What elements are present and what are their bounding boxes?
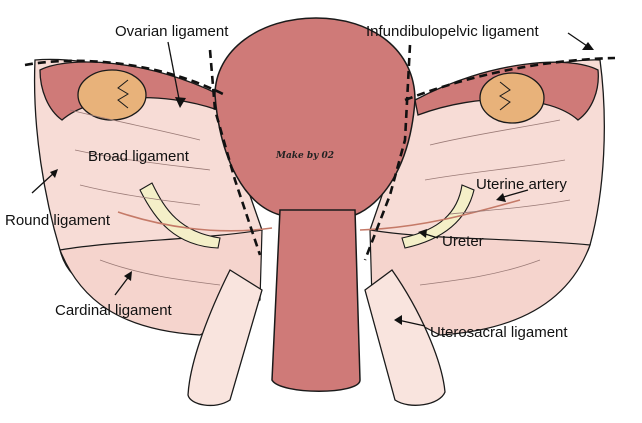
- author-signature: Make by 02: [276, 151, 335, 161]
- ovary-right: [479, 72, 545, 124]
- uterus-dashed-left: [208, 49, 262, 256]
- label-ovarian-ligament: Ovarian ligament: [115, 23, 229, 40]
- infundibulopelvic-dashed-left: [24, 59, 226, 97]
- round-ligament-band-left: [139, 182, 221, 249]
- label-round-ligament: Round ligament: [5, 212, 111, 229]
- uterus-body: [214, 17, 416, 216]
- label-broad-ligament: Broad ligament: [88, 148, 189, 165]
- label-infundibulopelvic-ligament: Infundibulopelvic ligament: [366, 23, 539, 40]
- label-uterine-artery: Uterine artery: [476, 176, 567, 193]
- ovary-left: [77, 69, 147, 121]
- uterine-artery-right: [359, 199, 521, 231]
- infundibulopelvic-dashed-right: [404, 56, 616, 102]
- label-uterosacral-ligament: Uterosacral ligament: [430, 324, 568, 341]
- label-ureter: Ureter: [442, 233, 484, 250]
- uterosacral-ligament-left: [187, 269, 263, 407]
- uterosacral-ligament-right: [364, 269, 446, 406]
- label-cardinal-ligament: Cardinal ligament: [55, 302, 172, 319]
- cervix: [271, 209, 361, 392]
- uterus-dashed-right: [363, 44, 412, 261]
